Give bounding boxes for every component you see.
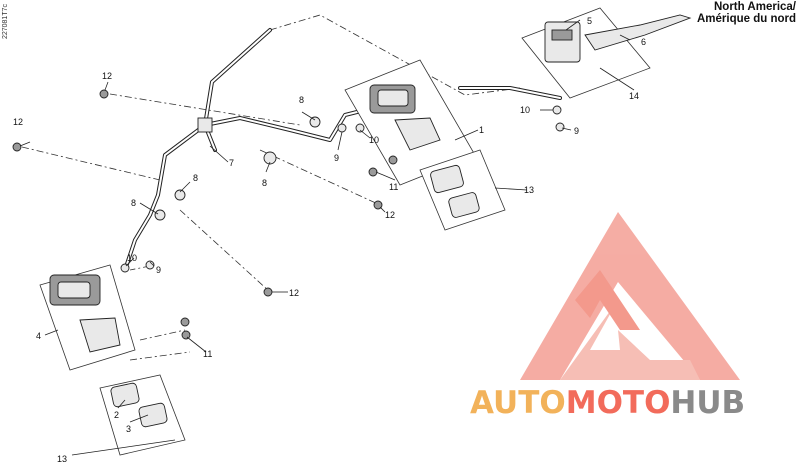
master-cylinder-assembly (521, 7, 692, 99)
callout-1: 1 (479, 125, 484, 135)
logo-m-shape (575, 270, 640, 330)
region-line-2: Amérique du nord (696, 13, 796, 25)
brake-pad-lower-a (110, 382, 140, 408)
bolt-12-b (12, 142, 22, 152)
callout-8b: 8 (262, 178, 267, 188)
region-line-1: North America/ (713, 1, 796, 13)
clamp-8-c (174, 189, 186, 201)
watermark-logo (520, 212, 740, 380)
callout-12b: 12 (13, 117, 23, 127)
banjo-9-lower (145, 260, 155, 270)
logo-inner-triangle (560, 300, 700, 380)
caliper-bracket-upper (394, 117, 441, 151)
dashed-reference-lines (21, 14, 521, 361)
callout-3: 3 (126, 424, 131, 434)
clamp-8-b (263, 151, 277, 165)
callout-11a: 11 (389, 182, 398, 192)
callout-5: 5 (587, 16, 592, 26)
logo-triangle (520, 212, 740, 380)
bolt-12-a (99, 89, 109, 99)
master-cylinder-reservoir (544, 21, 581, 63)
callout-8c: 8 (193, 173, 198, 183)
bolt-11-lower-a (180, 317, 190, 327)
caliper-bracket-lower (79, 317, 121, 353)
callout-12a: 12 (102, 71, 112, 81)
bolt-11-upper-a (368, 167, 378, 177)
callout-8a: 8 (299, 95, 304, 105)
callouts: 1 2 3 4 5 6 7 8 8 8 8 9 9 9 10 10 10 11 … (13, 16, 646, 464)
banjo-9-master (555, 122, 565, 132)
washer-10-master (552, 105, 562, 115)
leader-lines (19, 19, 635, 456)
callout-4: 4 (36, 331, 41, 341)
brake-pad-kit-upper (419, 149, 506, 231)
callout-11b: 11 (203, 349, 212, 359)
callout-10a: 10 (369, 135, 379, 145)
bolt-11-lower-b (181, 330, 191, 340)
box-14 (521, 7, 651, 99)
callout-9b: 9 (574, 126, 579, 136)
watermark-part-auto: AUTO (470, 385, 566, 421)
callout-10b: 10 (520, 105, 530, 115)
brake-lever (584, 14, 692, 51)
hose-junction (197, 117, 213, 133)
caliper-assembly-lower (39, 264, 136, 371)
callout-8d: 8 (131, 198, 136, 208)
brake-pad-kit-lower (99, 374, 186, 456)
brake-pad-upper-b (448, 192, 480, 218)
callout-9a: 9 (334, 153, 339, 163)
clamp-8-a (309, 116, 321, 128)
brake-hose (123, 28, 562, 272)
banjo-9-upper (337, 123, 347, 133)
clamp-8-d (154, 209, 166, 221)
callout-10c: 10 (127, 253, 137, 263)
bolt-12-d (263, 287, 273, 297)
callout-13a: 13 (524, 185, 534, 195)
region-title: North America/ Amérique du nord (697, 1, 796, 25)
callout-12c: 12 (385, 210, 395, 220)
callout-14: 14 (629, 91, 639, 101)
washer-10-upper (355, 123, 365, 133)
brake-pad-upper-a (430, 164, 464, 194)
callout-9c: 9 (156, 265, 161, 275)
watermark-text: AUTOMOTOHUB (470, 385, 745, 421)
callout-7: 7 (229, 158, 234, 168)
callout-12d: 12 (289, 288, 299, 298)
callout-6: 6 (641, 37, 646, 47)
callout-13b: 13 (57, 454, 67, 464)
washer-10-lower (120, 263, 130, 273)
watermark-part-hub: HUB (670, 385, 745, 421)
watermark-part-moto: MOTO (566, 385, 671, 421)
bolt-11-upper-b (388, 155, 398, 165)
callout-2: 2 (114, 410, 119, 420)
